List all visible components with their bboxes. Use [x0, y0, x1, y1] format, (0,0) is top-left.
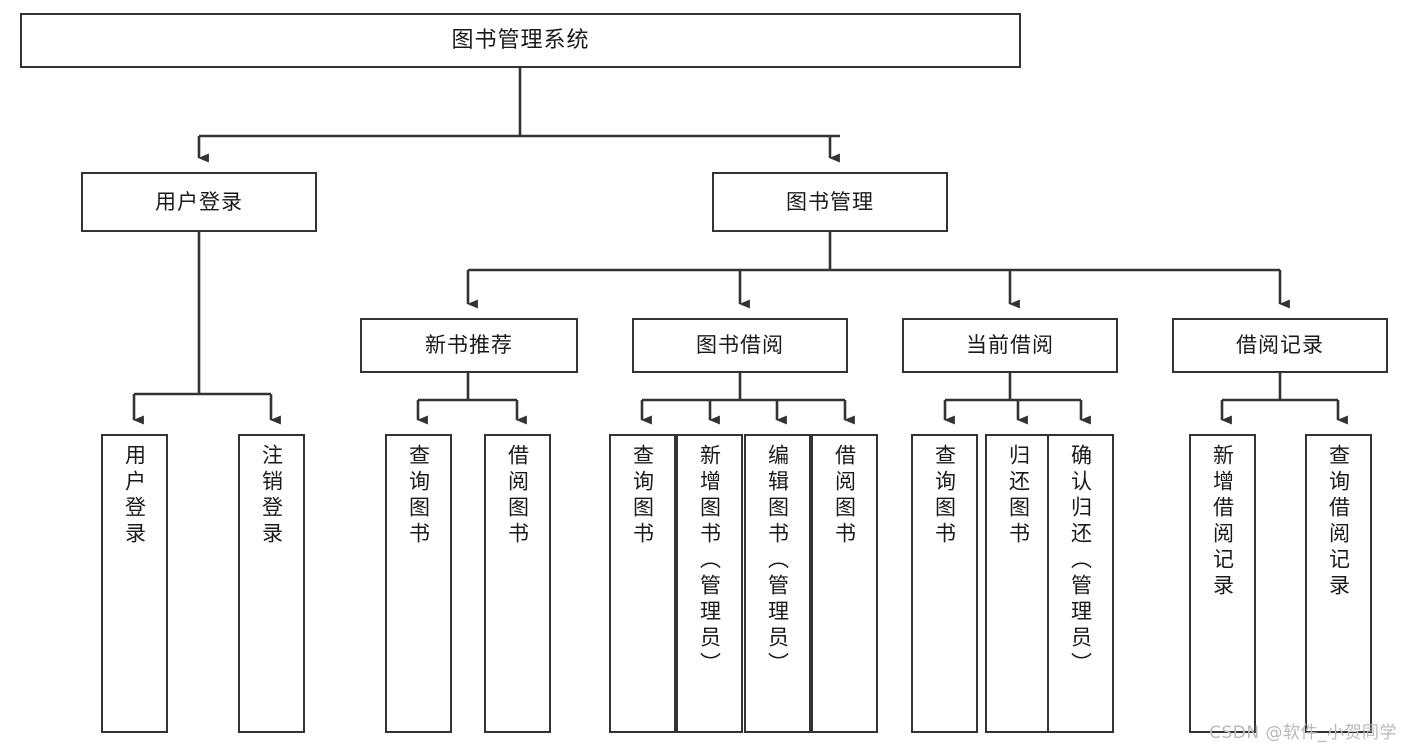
node-borrow-add-book[interactable]: 新增图书（管理员）	[676, 434, 743, 733]
node-recommend-query-book-label: 查询图书	[406, 444, 431, 548]
node-user-login-label: 用户登录	[155, 189, 243, 214]
node-user-logout-label: 注销登录	[259, 444, 284, 548]
node-current-borrow-label: 当前借阅	[966, 333, 1054, 358]
node-borrow-edit-book[interactable]: 编辑图书（管理员）	[744, 434, 811, 733]
node-borrow-edit-book-label: 编辑图书（管理员）	[765, 444, 790, 678]
node-current-return-book-label: 归还图书	[1006, 444, 1031, 548]
node-recommend-query-book[interactable]: 查询图书	[385, 434, 452, 733]
node-current-confirm-return[interactable]: 确认归还（管理员）	[1047, 434, 1114, 733]
watermark-text: CSDN @软件_小贺同学	[1209, 723, 1397, 743]
node-borrow-query-book-label: 查询图书	[630, 444, 655, 548]
node-current-return-book[interactable]: 归还图书	[985, 434, 1052, 733]
node-root-label: 图书管理系统	[451, 27, 590, 53]
node-record-query-label: 查询借阅记录	[1326, 444, 1351, 600]
node-borrow-borrow-book[interactable]: 借阅图书	[811, 434, 878, 733]
node-user-logout[interactable]: 注销登录	[238, 434, 305, 733]
node-user-login-do[interactable]: 用户登录	[101, 434, 168, 733]
node-book-manage-label: 图书管理	[786, 189, 874, 214]
node-record-add[interactable]: 新增借阅记录	[1189, 434, 1256, 733]
node-current-query-book-label: 查询图书	[932, 444, 957, 548]
node-borrow-record-label: 借阅记录	[1236, 333, 1324, 358]
node-borrow-add-book-label: 新增图书（管理员）	[697, 444, 722, 678]
node-book-manage[interactable]: 图书管理	[712, 172, 948, 232]
node-book-borrow-label: 图书借阅	[696, 333, 784, 358]
node-recommend-borrow-book[interactable]: 借阅图书	[484, 434, 551, 733]
node-record-query[interactable]: 查询借阅记录	[1305, 434, 1372, 733]
node-user-login-do-label: 用户登录	[122, 444, 147, 548]
node-borrow-borrow-book-label: 借阅图书	[832, 444, 857, 548]
node-current-borrow[interactable]: 当前借阅	[902, 318, 1118, 373]
node-current-query-book[interactable]: 查询图书	[911, 434, 978, 733]
node-record-add-label: 新增借阅记录	[1210, 444, 1235, 600]
node-recommend-borrow-book-label: 借阅图书	[505, 444, 530, 548]
node-borrow-record[interactable]: 借阅记录	[1172, 318, 1388, 373]
node-book-borrow[interactable]: 图书借阅	[632, 318, 848, 373]
node-borrow-query-book[interactable]: 查询图书	[609, 434, 676, 733]
node-current-confirm-return-label: 确认归还（管理员）	[1068, 444, 1093, 678]
node-new-book-recommend[interactable]: 新书推荐	[360, 318, 578, 373]
node-user-login[interactable]: 用户登录	[81, 172, 317, 232]
node-new-book-recommend-label: 新书推荐	[425, 333, 513, 358]
node-root[interactable]: 图书管理系统	[20, 13, 1021, 68]
